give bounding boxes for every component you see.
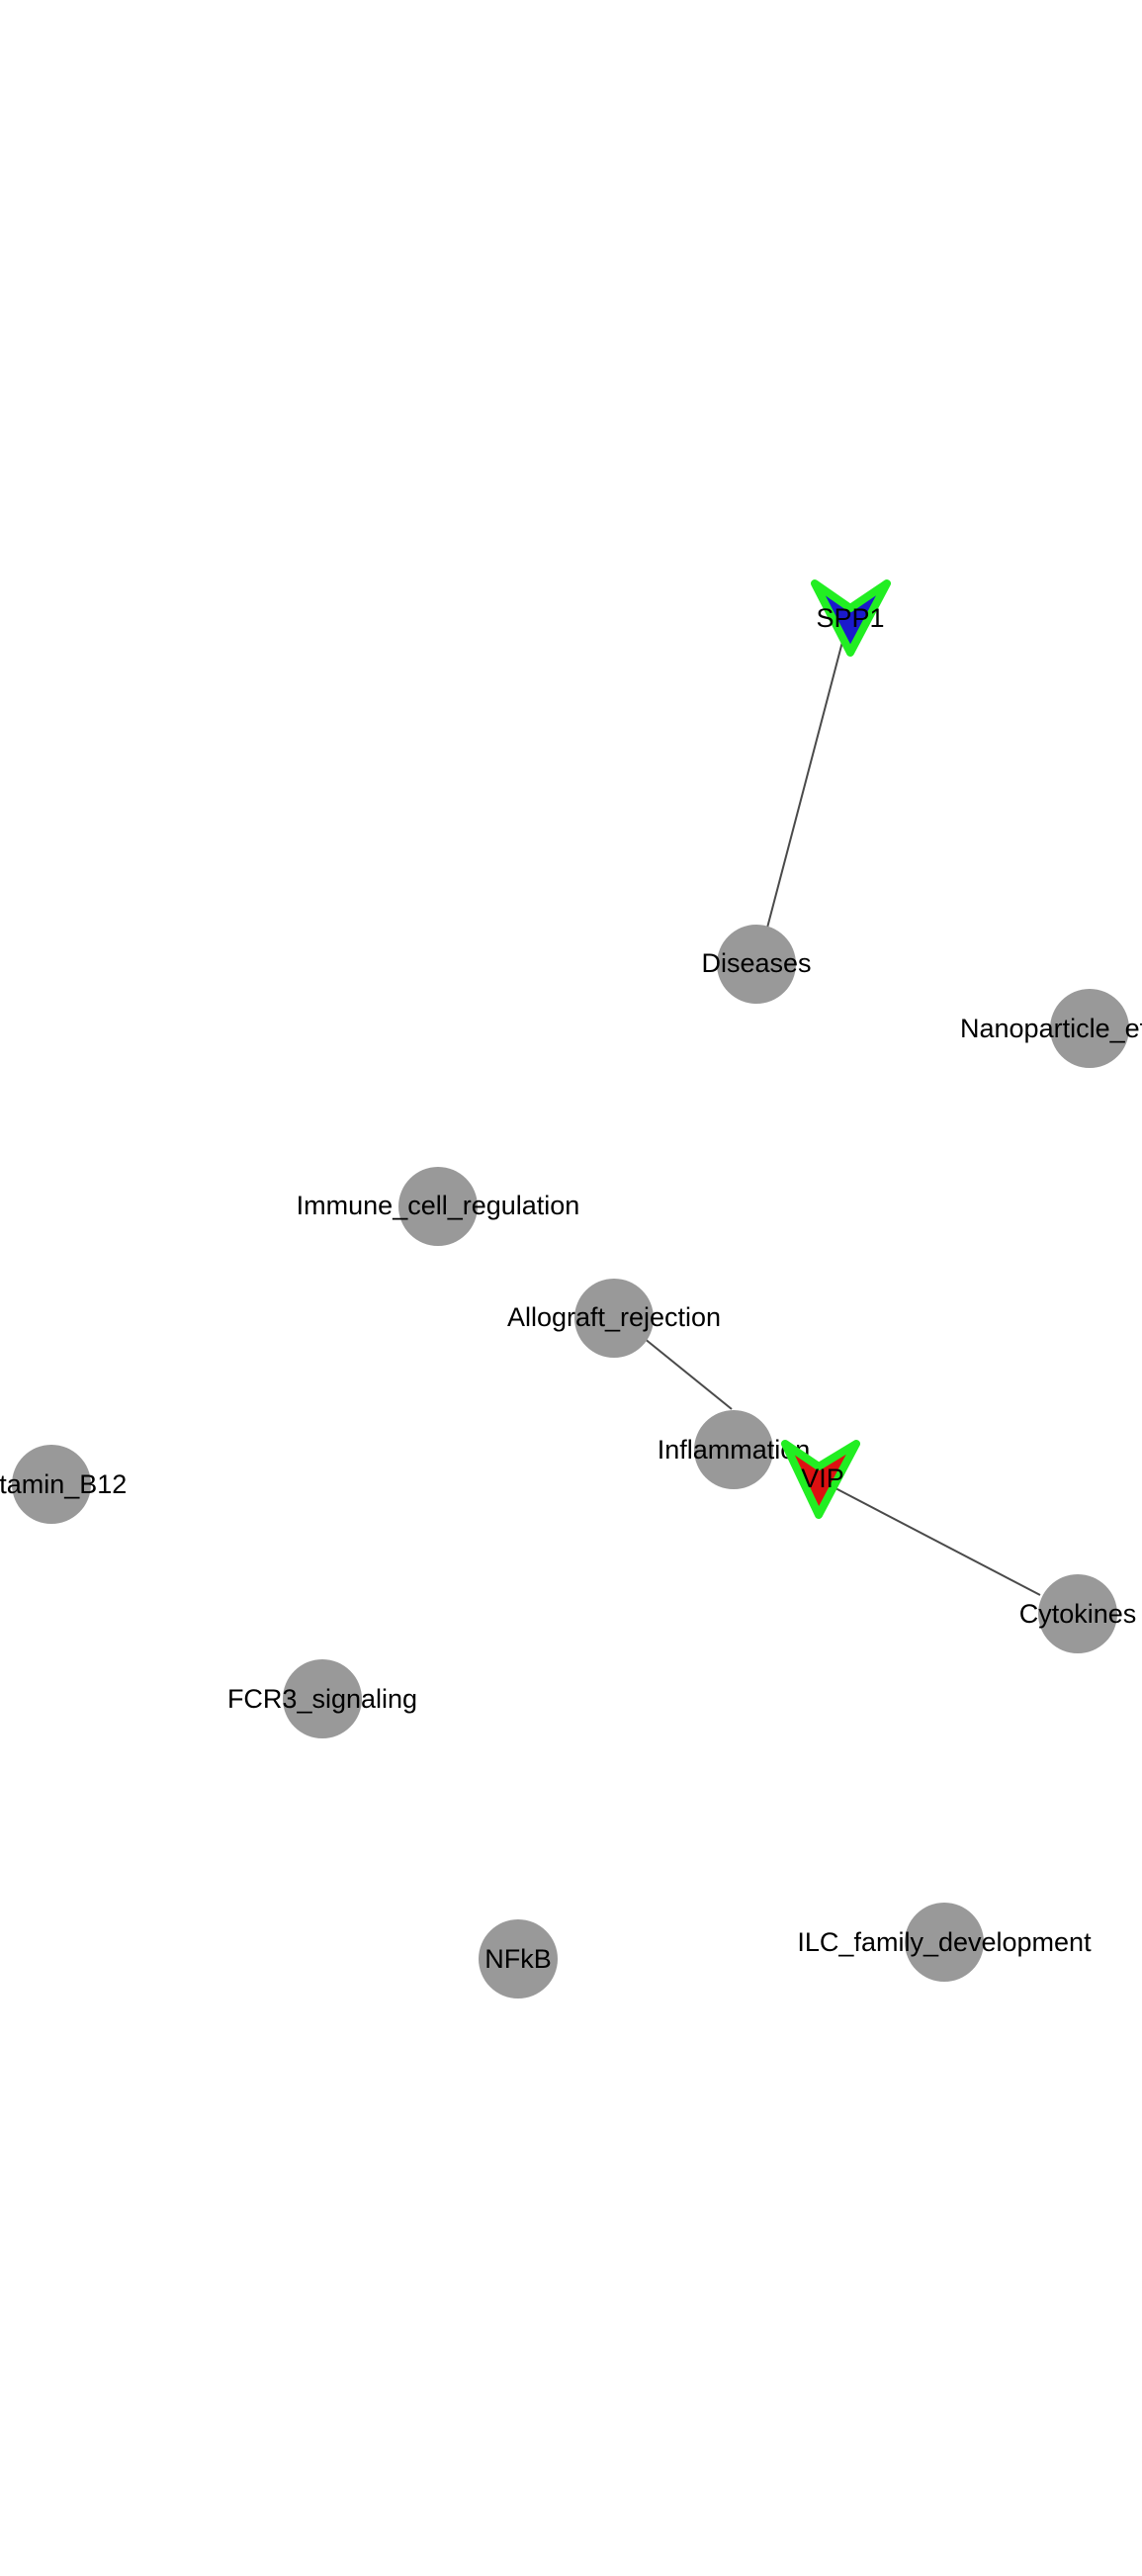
edge-allograft-rejection-inflammation (643, 1337, 733, 1410)
edge-vip-cytokines (835, 1487, 1041, 1596)
node-immune-cell-regulation-label: Immune_cell_regulation (297, 1191, 580, 1220)
node-cytokines[interactable]: Cytokines (1019, 1574, 1137, 1653)
node-inflammation-circle (694, 1410, 773, 1489)
node-nanoparticle-label: Nanoparticle_effects (960, 1014, 1142, 1043)
node-cytokines-circle (1038, 1574, 1117, 1653)
node-diseases-label: Diseases (701, 948, 811, 978)
node-nfkb-label: NFkB (484, 1944, 552, 1974)
node-vitamin-b12-circle (12, 1445, 91, 1524)
node-allograft-rejection-label: Allograft_rejection (507, 1302, 721, 1332)
node-vip-shape (781, 1440, 860, 1519)
node-nfkb-circle (479, 1919, 558, 1999)
node-nanoparticle-effects[interactable]: Nanoparticle_effects (960, 989, 1142, 1068)
edges-layer (643, 622, 1041, 1596)
edge-spp1-diseases (765, 622, 848, 933)
node-nanoparticle-circle (1050, 989, 1129, 1068)
node-ilc-family-development-label: ILC_family_development (797, 1927, 1092, 1957)
nodes-layer: SPP1 Diseases Nanoparticle_effects Immun… (0, 579, 1142, 1999)
node-fcr3-signaling-circle (283, 1659, 362, 1738)
node-vip-label: VIP (801, 1464, 844, 1493)
node-fcr3-signaling[interactable]: FCR3_signaling (227, 1659, 417, 1738)
node-allograft-rejection-circle (574, 1279, 654, 1358)
node-spp1[interactable]: SPP1 (811, 579, 891, 657)
node-ilc-family-development-circle (905, 1903, 984, 1982)
node-diseases-circle (717, 925, 796, 1004)
node-spp1-shape (811, 579, 891, 657)
node-inflammation[interactable]: Inflammation (658, 1410, 811, 1489)
node-nfkb[interactable]: NFkB (479, 1919, 558, 1999)
node-spp1-label: SPP1 (816, 603, 884, 633)
node-vitamin-b12[interactable]: Vitamin_B12 (0, 1445, 127, 1524)
node-vip[interactable]: VIP (781, 1440, 860, 1519)
node-cytokines-label: Cytokines (1019, 1599, 1137, 1629)
node-allograft-rejection[interactable]: Allograft_rejection (507, 1279, 721, 1358)
node-vitamin-b12-label: Vitamin_B12 (0, 1469, 127, 1499)
node-ilc-family-development[interactable]: ILC_family_development (797, 1903, 1092, 1982)
node-immune-cell-regulation[interactable]: Immune_cell_regulation (297, 1167, 580, 1246)
node-immune-cell-regulation-circle (398, 1167, 478, 1246)
node-fcr3-signaling-label: FCR3_signaling (227, 1684, 417, 1714)
node-diseases[interactable]: Diseases (701, 925, 812, 1004)
